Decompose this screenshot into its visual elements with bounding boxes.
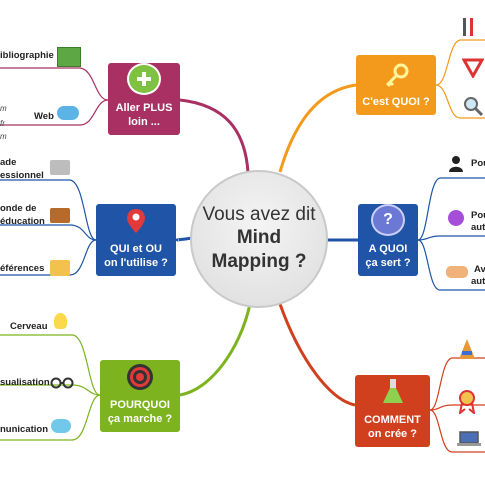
- central-topic-line2: Mind: [236, 227, 282, 248]
- web-subitem-1[interactable]: m: [0, 104, 7, 113]
- branch-qui-et-ou[interactable]: QUI et OU on l'utilise ?: [96, 204, 176, 276]
- briefcase-gray-icon: [50, 160, 70, 175]
- leaf-pou-2-line1[interactable]: Pou: [471, 210, 485, 221]
- person-icon: [448, 155, 464, 178]
- folder-icon: [50, 260, 70, 276]
- branch-aquoi-line2: ça sert ?: [365, 257, 411, 269]
- leaf-references[interactable]: éférences: [0, 263, 45, 274]
- plus-icon: [127, 63, 161, 95]
- branch-pourquoi-line2: ça marche ?: [107, 413, 173, 425]
- branch-qui-line2: on l'utilise ?: [104, 257, 168, 269]
- map-icon: [57, 47, 81, 67]
- leaf-education-line2[interactable]: éducation: [0, 216, 45, 227]
- branch-aquoi-line1: A QUOI: [368, 243, 408, 255]
- web-subitem-2[interactable]: fr: [0, 119, 5, 128]
- branch-cest-line1: C'est QUOI ?: [362, 96, 430, 108]
- speech-bubble-icon: [51, 419, 71, 433]
- web-subitem-3[interactable]: m: [0, 132, 7, 141]
- key-icon: [381, 61, 411, 91]
- handshake-icon: [446, 266, 468, 278]
- branch-pourquoi[interactable]: POURQUOI ça marche ?: [100, 360, 180, 432]
- target-icon: [125, 362, 155, 392]
- leaf-monde-pro-line2[interactable]: essionnel: [0, 170, 44, 181]
- design-tools-icon: [456, 337, 478, 366]
- central-topic[interactable]: Vous avez dit Mind Mapping ?: [190, 170, 328, 308]
- laptop-icon: [456, 430, 482, 453]
- branch-comment[interactable]: COMMENT on crée ?: [355, 375, 430, 447]
- branch-comment-line2: on crée ?: [368, 428, 417, 440]
- leaf-bibliographie[interactable]: ibliographie: [0, 50, 54, 61]
- branch-a-quoi[interactable]: ? A QUOI ça sert ?: [358, 204, 418, 276]
- magnifier-icon: [462, 95, 484, 122]
- leaf-ave-line1[interactable]: Av: [474, 264, 485, 275]
- map-pin-icon: [121, 206, 151, 236]
- leaf-ave-line2[interactable]: aut: [471, 276, 485, 287]
- podcast-icon: [448, 210, 464, 226]
- branch-qui-line1: QUI et OU: [110, 243, 162, 255]
- award-ribbon-icon: [458, 390, 476, 419]
- question-icon: ?: [371, 204, 405, 236]
- warning-triangle-icon: [461, 58, 485, 83]
- leaf-pou-1[interactable]: Pou: [471, 158, 485, 169]
- central-topic-line1: Vous avez dit: [202, 204, 316, 225]
- branch-cest-quoi[interactable]: C'est QUOI ?: [356, 55, 436, 115]
- lightbulb-icon: [54, 313, 67, 329]
- tools-icon: [461, 18, 475, 36]
- leaf-monde-pro-line1[interactable]: ade: [0, 157, 17, 168]
- branch-aller-line1: Aller PLUS: [115, 102, 173, 114]
- branch-aller-plus-loin[interactable]: Aller PLUS loin ...: [108, 63, 180, 135]
- leaf-web[interactable]: Web: [34, 111, 54, 122]
- leaf-communication[interactable]: nunication: [0, 424, 49, 435]
- branch-comment-line1: COMMENT: [364, 414, 421, 426]
- branch-aller-line2: loin ...: [128, 116, 160, 128]
- central-topic-line3: Mapping ?: [211, 251, 307, 272]
- glasses-icon: [50, 376, 74, 394]
- briefcase-brown-icon: [50, 208, 70, 223]
- flask-icon: [378, 377, 408, 407]
- branch-pourquoi-line1: POURQUOI: [110, 399, 170, 411]
- leaf-cerveau[interactable]: Cerveau: [10, 321, 48, 332]
- leaf-pou-2-line2[interactable]: aut: [471, 222, 485, 233]
- leaf-visualisation[interactable]: sualisation: [0, 377, 50, 388]
- leaf-education-line1[interactable]: onde de: [0, 203, 37, 214]
- cloud-icon: [57, 106, 79, 120]
